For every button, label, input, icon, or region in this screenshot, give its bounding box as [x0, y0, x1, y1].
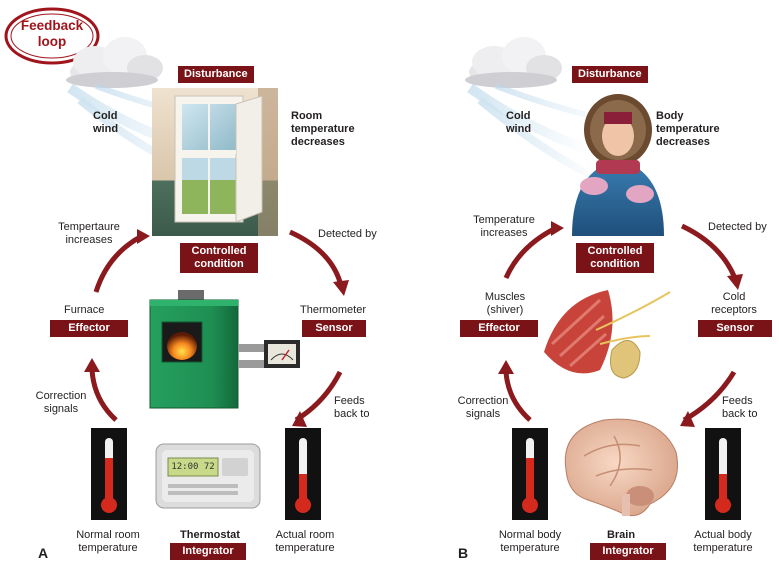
room-window-illustration	[152, 88, 278, 236]
cold-wind-text-b: Cold wind	[506, 110, 532, 135]
cold-receptors-text: Cold receptors	[711, 291, 757, 316]
thermostat-text: Thermostat	[180, 529, 240, 541]
detected-by-text-b: Detected by	[708, 221, 767, 233]
brain-illustration	[564, 418, 678, 517]
detected-by-text-a: Detected by	[318, 228, 377, 240]
temperature-increases-text-b: Temperature increases	[473, 214, 535, 239]
controlled-condition-label-b: Controlled condition	[576, 243, 654, 273]
actual-room-text: Actual room temperature	[275, 529, 335, 554]
correction-signals-text-a: Correction signals	[35, 390, 87, 415]
thermometer-actual-body	[705, 428, 741, 520]
body-temp-text: Body temperature decreases	[656, 110, 720, 148]
temperature-increases-text-a: Tempertaure increases	[58, 221, 120, 246]
cold-person-illustration	[572, 94, 664, 236]
normal-body-text: Normal body temperature	[498, 529, 562, 554]
actual-body-text: Actual body temperature	[693, 529, 753, 554]
feedback-loop-badge	[4, 7, 100, 65]
cloud-icon	[465, 37, 562, 88]
feeds-back-text-a: Feeds back to	[334, 395, 370, 420]
thermostat-display: 12:00 72	[171, 462, 215, 472]
muscles-shiver-text: Muscles (shiver)	[484, 291, 526, 316]
thermometer-actual-room	[285, 428, 321, 520]
effector-label-b: Effector	[460, 320, 538, 337]
panel-letter-a: A	[38, 545, 49, 561]
room-temp-text: Room temperature decreases	[291, 110, 355, 148]
integrator-label-b: Integrator	[590, 543, 666, 560]
cold-wind-text-a: Cold wind	[93, 110, 119, 135]
correction-signals-text-b: Correction signals	[457, 395, 509, 420]
thermometer-text: Thermometer	[300, 304, 367, 316]
arrowheads-a	[84, 229, 349, 427]
sensor-label-a: Sensor	[302, 320, 366, 337]
feeds-back-text-b: Feeds back to	[722, 395, 758, 420]
arrowheads-b	[498, 221, 743, 427]
cloud-icon	[66, 37, 163, 88]
effector-label-a: Effector	[50, 320, 128, 337]
brain-text: Brain	[606, 529, 636, 541]
furnace-text: Furnace	[64, 304, 105, 316]
furnace-illustration	[149, 290, 300, 409]
integrator-label-a: Integrator	[170, 543, 246, 560]
disturbance-label-a: Disturbance	[178, 66, 254, 83]
feedback-loop-title: Feedback loop	[20, 18, 84, 49]
sensor-label-b: Sensor	[698, 320, 772, 337]
thermostat-illustration	[155, 443, 261, 509]
normal-room-text: Normal room temperature	[76, 529, 140, 554]
disturbance-label-b: Disturbance	[572, 66, 648, 83]
thermometer-normal-body	[512, 428, 548, 520]
muscle-fiber-illustration	[544, 290, 671, 379]
thermometer-normal-room	[91, 428, 127, 520]
controlled-condition-label-a: Controlled condition	[180, 243, 258, 273]
panel-letter-b: B	[458, 545, 469, 561]
